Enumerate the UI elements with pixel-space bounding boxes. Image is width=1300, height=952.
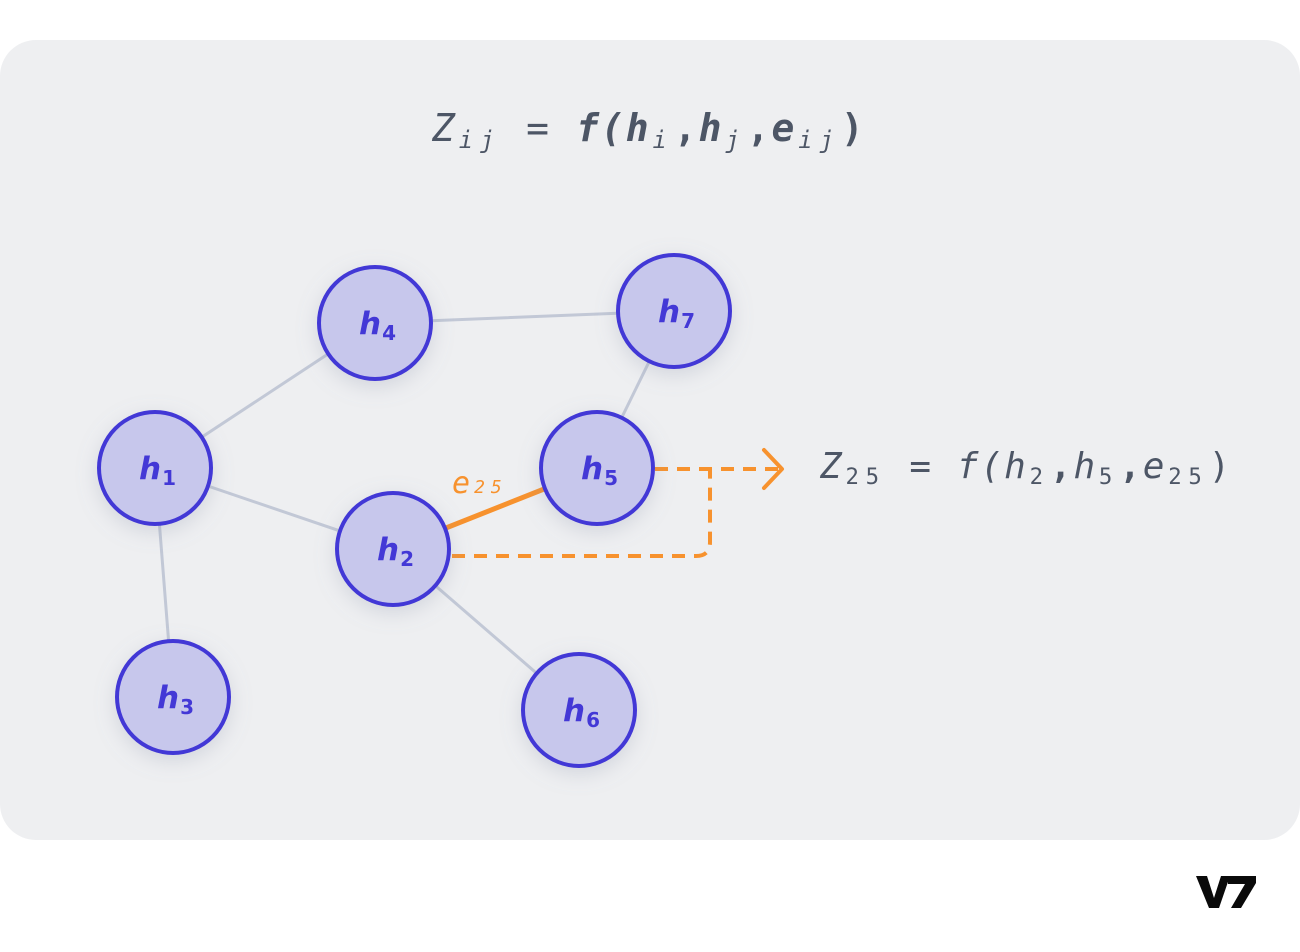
node-circle-h2	[335, 491, 451, 607]
edge-formula-arg-h2-subscript: 2	[1029, 464, 1050, 491]
formula-arg-h-j: h	[698, 106, 724, 150]
node-circle-h1	[97, 410, 213, 526]
node-label-base: h	[377, 532, 399, 568]
output-arrow	[452, 448, 784, 558]
node-label-h5: h5	[581, 451, 618, 490]
edge-label-subscript: 25	[474, 477, 508, 498]
v7-logo: V7	[1194, 872, 1258, 916]
node-label-subscript: 7	[681, 309, 695, 333]
node-label-base: h	[359, 306, 381, 342]
formula-separator: ,	[746, 106, 772, 150]
node-circle-h4	[317, 265, 433, 381]
edge-formula-lhs-subscript: 25	[845, 464, 886, 491]
node-circle-h7	[616, 253, 732, 369]
node-label-h3: h3	[157, 680, 194, 719]
edge-formula-equals: =	[909, 446, 934, 487]
formula-arg-h-i: h	[625, 106, 651, 150]
svg-text:e25: e25	[452, 466, 508, 501]
node-label-subscript: 4	[382, 321, 396, 345]
node-label-base: h	[581, 451, 603, 487]
node-circle-h3	[115, 639, 231, 755]
node-label-subscript: 1	[162, 466, 176, 490]
node-h6: h6	[521, 652, 637, 768]
node-label-subscript: 2	[400, 547, 414, 571]
edge-formula-arg-e25: e	[1142, 446, 1167, 487]
formula-function: f(	[575, 106, 626, 150]
aggregation-path	[452, 470, 712, 558]
formula-equals: =	[526, 106, 552, 150]
formula-arg-e-ij-subscript: ij	[798, 125, 841, 154]
formula-close-paren: )	[840, 106, 866, 150]
general-formula: Zij = f(hi,hj,eij)	[432, 106, 866, 154]
node-label-subscript: 3	[180, 695, 194, 719]
node-label-h1: h1	[139, 451, 176, 490]
edge-formula-close-paren: )	[1208, 446, 1233, 487]
node-h5: h5	[539, 410, 655, 526]
formula-arg-h-i-subscript: i	[652, 125, 674, 154]
formula-lhs: Z	[432, 106, 457, 150]
node-label-base: h	[139, 451, 161, 487]
edge-formula-arg-h2: h	[1004, 446, 1028, 487]
node-label-h7: h7	[658, 294, 695, 333]
node-label-base: h	[157, 680, 179, 716]
node-h3: h3	[115, 639, 231, 755]
node-h1: h1	[97, 410, 213, 526]
edge-formula-function: f(	[956, 446, 1005, 487]
formula-lhs-subscript: ij	[458, 125, 502, 154]
edge-formula-separator: ,	[1049, 446, 1074, 487]
node-label-h6: h6	[563, 693, 600, 732]
edge-formula-arg-e25-subscript: 25	[1168, 464, 1209, 491]
edge-formula-lhs: Z	[820, 446, 844, 487]
node-label-h4: h4	[359, 306, 396, 345]
formula-arg-h-j-subscript: j	[725, 125, 747, 154]
node-circle-h6	[521, 652, 637, 768]
arrow-head-icon	[762, 448, 784, 490]
edge-formula-arg-h5-subscript: 5	[1098, 464, 1120, 491]
node-circle-h5	[539, 410, 655, 526]
formula-separator: ,	[673, 106, 699, 150]
node-h2: h2	[335, 491, 451, 607]
edge-formula-arg-h5: h	[1073, 446, 1098, 487]
formula-arg-e-ij: e	[771, 106, 797, 150]
edge-label-base: e	[452, 466, 470, 501]
node-h4: h4	[317, 265, 433, 381]
node-label-subscript: 6	[586, 708, 600, 732]
node-label-h2: h2	[377, 532, 414, 571]
edge-formula-separator: ,	[1119, 446, 1143, 487]
edge-formula: Z25 = f(h2,h5,e25)	[820, 446, 1233, 491]
node-label-subscript: 5	[604, 466, 618, 490]
node-label-base: h	[658, 294, 680, 330]
node-label-base: h	[563, 693, 585, 729]
node-h7: h7	[616, 253, 732, 369]
v7-logo-icon: V7	[1196, 876, 1256, 908]
